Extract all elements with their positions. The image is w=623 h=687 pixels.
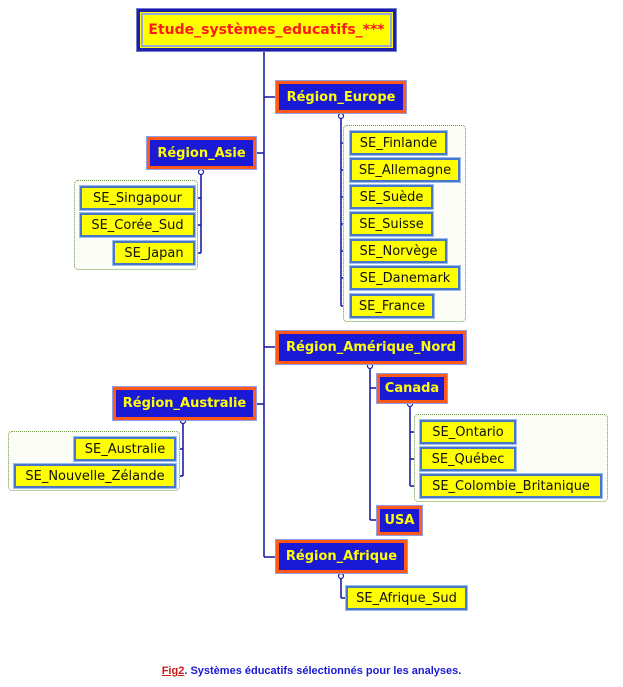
leaf-europe[interactable]: SE_Suisse (349, 211, 434, 237)
leaf-europe[interactable]: SE_France (349, 293, 435, 319)
region-europe-node[interactable]: Région_Europe (275, 80, 407, 114)
region-asie-node[interactable]: Région_Asie (146, 136, 257, 170)
leaf-europe[interactable]: SE_Suède (349, 184, 434, 210)
leaf-canada[interactable]: SE_Colombie_Britanique (419, 473, 603, 499)
leaf-canada[interactable]: SE_Ontario (419, 419, 517, 445)
leaf-afrique[interactable]: SE_Afrique_Sud (345, 585, 468, 611)
leaf-europe[interactable]: SE_Allemagne (349, 157, 461, 183)
leaf-europe[interactable]: SE_Norvège (349, 238, 448, 264)
figure-caption: Fig2. Systèmes éducatifs sélectionnés po… (0, 665, 623, 677)
leaf-asie[interactable]: SE_Corée_Sud (79, 212, 196, 238)
canada-node[interactable]: Canada (376, 373, 448, 404)
leaf-canada[interactable]: SE_Québec (419, 446, 517, 472)
root-node[interactable]: Etude_systèmes_educatifs_*** (137, 9, 396, 51)
leaf-europe[interactable]: SE_Finlande (349, 130, 448, 156)
leaf-asie[interactable]: SE_Japan (112, 240, 196, 266)
leaf-asie[interactable]: SE_Singapour (79, 185, 196, 211)
region-afrique-node[interactable]: Région_Afrique (275, 539, 408, 574)
leaf-europe[interactable]: SE_Danemark (349, 265, 461, 291)
region-australie-node[interactable]: Région_Australie (112, 386, 257, 421)
usa-node[interactable]: USA (376, 505, 423, 536)
region-amerique-nord-node[interactable]: Région_Amérique_Nord (275, 330, 467, 365)
leaf-australie[interactable]: SE_Nouvelle_Zélande (13, 463, 177, 489)
figure-label[interactable]: Fig2 (161, 665, 185, 677)
caption-text: . Systèmes éducatifs sélectionnés pour l… (184, 665, 462, 677)
leaf-australie[interactable]: SE_Australie (73, 436, 177, 462)
